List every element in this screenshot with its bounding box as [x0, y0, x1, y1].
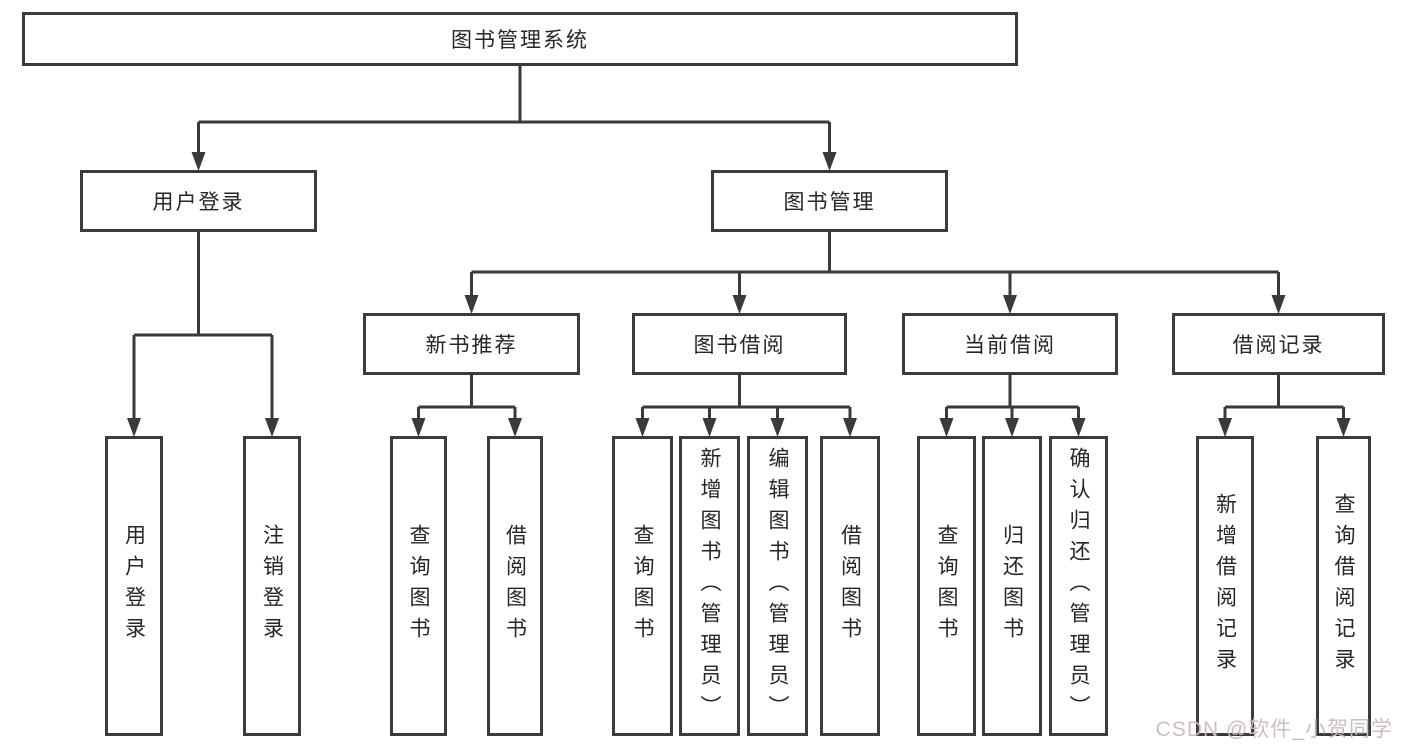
node-leaf-add-book: 新增图书（管理员）	[679, 436, 740, 736]
arrowhead-icon	[508, 418, 522, 437]
arrowhead-icon	[1003, 295, 1017, 314]
arrowhead-icon	[191, 152, 206, 171]
node-leaf-add-record: 新增借阅记录	[1196, 436, 1254, 736]
node-leaf-logout: 注销登录	[243, 436, 301, 736]
arrowhead-icon	[1071, 418, 1086, 437]
arrowhead-icon	[1005, 418, 1019, 437]
node-leaf-user-login: 用户登录	[105, 436, 163, 736]
arrowhead-icon	[464, 295, 479, 314]
node-leaf-return-book: 归还图书	[982, 436, 1042, 736]
node-current-borrow: 当前借阅	[902, 313, 1118, 375]
arrowhead-icon	[702, 418, 717, 437]
node-leaf-query-book-2: 查询图书	[612, 436, 673, 736]
node-new-book-rec: 新书推荐	[363, 313, 580, 375]
arrowhead-icon	[770, 418, 785, 437]
arrowhead-icon	[265, 418, 279, 437]
arrowhead-icon	[635, 418, 650, 437]
arrowhead-icon	[127, 418, 141, 437]
node-leaf-query-record: 查询借阅记录	[1316, 436, 1371, 736]
arrowhead-icon	[411, 418, 426, 437]
node-root: 图书管理系统	[22, 12, 1018, 66]
node-leaf-edit-book: 编辑图书（管理员）	[747, 436, 808, 736]
arrowhead-icon	[732, 295, 747, 314]
node-book-mgmt-group: 图书管理	[711, 170, 948, 232]
node-leaf-query-book-1: 查询图书	[390, 436, 447, 736]
arrowhead-icon	[1336, 418, 1351, 437]
arrowhead-icon	[822, 152, 837, 171]
node-leaf-borrow-book-1: 借阅图书	[487, 436, 543, 736]
node-borrow-records: 借阅记录	[1172, 313, 1385, 375]
arrowhead-icon	[1218, 418, 1232, 437]
arrowhead-icon	[939, 418, 954, 437]
node-leaf-confirm-return: 确认归还（管理员）	[1049, 436, 1108, 736]
csdn-watermark: CSDN @软件_小贺同学	[1155, 718, 1393, 741]
node-book-borrow: 图书借阅	[632, 313, 847, 375]
arrowhead-icon	[1271, 295, 1286, 314]
node-leaf-borrow-book-2: 借阅图书	[820, 436, 880, 736]
arrowhead-icon	[843, 418, 857, 437]
node-leaf-query-book-3: 查询图书	[917, 436, 976, 736]
node-user-login-group: 用户登录	[80, 170, 317, 232]
